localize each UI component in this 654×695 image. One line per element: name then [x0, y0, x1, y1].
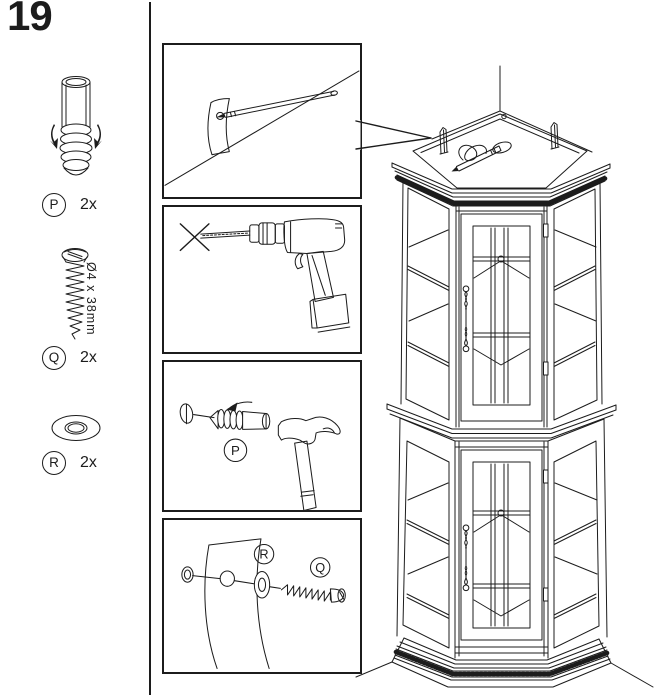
floor-lines: [355, 661, 654, 688]
part-qty-Q: 2x: [80, 349, 97, 366]
door-handle-upper: [462, 285, 470, 353]
wall-anchor-side-icon: [209, 408, 271, 430]
svg-text:Q: Q: [315, 560, 325, 575]
screw-callout: Q: [309, 557, 331, 578]
cabinet-illustration: [354, 65, 654, 688]
pencil-and-cord-icon: [451, 141, 512, 172]
panel-fasten-bracket: R Q: [162, 518, 362, 674]
screw-side-icon: [280, 584, 346, 603]
hinge-icon: [543, 223, 549, 238]
part-washer-label: R 2x: [42, 451, 97, 475]
wall-anchor-hole-icon: [181, 566, 194, 583]
column-divider: [149, 2, 151, 695]
wall-bracket-icon: [207, 98, 230, 156]
wall-anchor-icon: [50, 76, 102, 176]
insert-direction-arrow: [226, 402, 238, 412]
svg-text:R: R: [259, 547, 268, 562]
wall-bracket-icon: [204, 538, 270, 669]
cornice-molding: [391, 162, 611, 207]
glass-door-upper: [460, 213, 549, 422]
part-letter-P: P: [42, 193, 66, 217]
mounting-bracket-right-icon: [550, 122, 560, 150]
hammer-icon: [277, 416, 341, 510]
part-qty-R: 2x: [80, 454, 97, 471]
washer-icon: [51, 415, 101, 441]
waist-molding: [386, 403, 617, 442]
part-letter-R: R: [42, 451, 66, 475]
svg-text:P: P: [231, 443, 240, 458]
washer-callout: R: [253, 543, 275, 565]
panel-hammer-anchor: P: [162, 360, 362, 512]
lower-section: [396, 417, 608, 659]
anchor-callout: P: [223, 438, 248, 463]
screw-dimension: Ø4 x 38mm: [84, 262, 98, 336]
hammer-direction-arrow-right: [94, 124, 102, 149]
mounting-bracket-left-icon: [439, 127, 449, 155]
screw-icon: [61, 248, 89, 340]
side-glass-lower-right: [553, 440, 600, 649]
side-glass-lower-left: [402, 440, 450, 649]
part-letter-Q: Q: [42, 346, 66, 370]
hammer-direction-arrow-left: [50, 124, 58, 149]
panel-mark-wall: [162, 43, 362, 199]
door-handle-lower: [462, 524, 470, 592]
pencil-icon: [216, 90, 338, 118]
callout-arrow: [354, 120, 432, 150]
base-molding: [391, 637, 612, 688]
part-screw-label: Q 2x: [42, 346, 97, 370]
drill-mark-x: [179, 223, 210, 252]
drill-icon: [200, 218, 351, 333]
part-qty-P: 2x: [80, 196, 97, 213]
side-glass-upper-right: [553, 188, 598, 421]
hinge-icon: [543, 361, 549, 376]
panel-drill-hole: [162, 205, 362, 354]
hinge-icon: [543, 587, 549, 602]
side-glass-upper-left: [405, 187, 450, 421]
room-corner-lines: [431, 65, 593, 153]
washer-side-icon: [253, 570, 271, 599]
wall-hole-icon: [179, 403, 194, 425]
wall-corner-line: [164, 70, 360, 186]
upper-section: [400, 180, 603, 428]
step-number: 19: [7, 0, 53, 39]
cabinet-top: [412, 113, 588, 189]
part-anchor-label: P 2x: [42, 193, 97, 217]
hinge-icon: [543, 469, 549, 484]
glass-door-lower: [460, 449, 549, 641]
